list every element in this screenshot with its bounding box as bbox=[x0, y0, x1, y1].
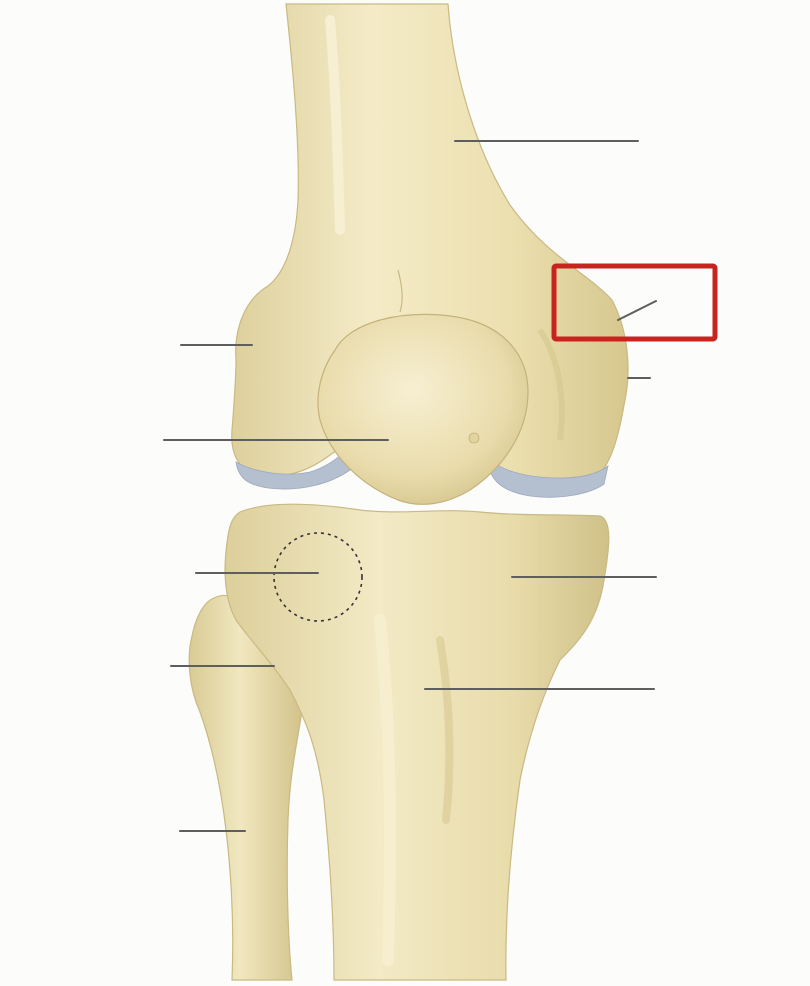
highlight-box[interactable] bbox=[551, 263, 718, 342]
patella bbox=[317, 313, 529, 505]
femur-shaft-highlight bbox=[325, 15, 345, 235]
lateral-cartilage bbox=[487, 457, 609, 498]
tibial-tuberosity-shading bbox=[436, 636, 454, 824]
tibia-shape bbox=[224, 503, 610, 981]
patella-nodule bbox=[468, 432, 480, 444]
femur-ridge-line bbox=[397, 269, 403, 313]
leader-line-lateral-epicondyle bbox=[617, 300, 657, 321]
lateral-condyle-shadow bbox=[537, 328, 565, 441]
tibia bbox=[224, 503, 610, 981]
medial-cartilage bbox=[235, 449, 351, 490]
patella-shape bbox=[317, 313, 529, 505]
dotted-circle-marker bbox=[273, 532, 363, 622]
leader-lines bbox=[163, 140, 657, 832]
tibia-highlight bbox=[374, 614, 396, 966]
